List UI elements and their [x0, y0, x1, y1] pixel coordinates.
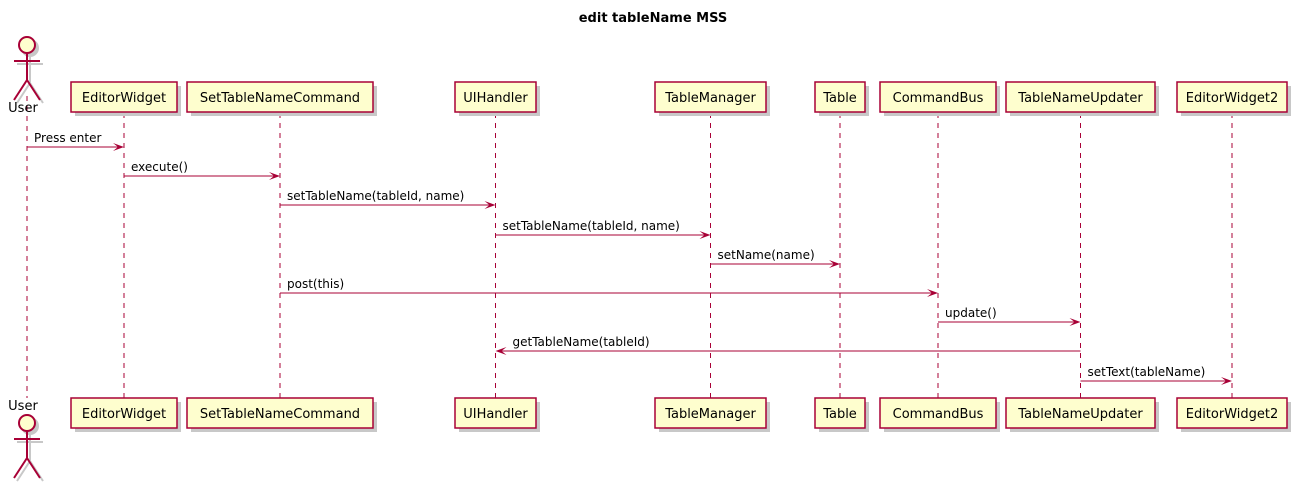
arrowhead [699, 231, 711, 239]
participant-box [454, 397, 537, 429]
participant-label: SetTableNameCommand [200, 91, 360, 106]
participant-box [1176, 397, 1288, 429]
participant-label: TableManager [664, 407, 756, 422]
arrowhead [1069, 318, 1081, 326]
message-5: setName(name) [710, 248, 840, 268]
participant-label: TableNameUpdater [1017, 407, 1143, 422]
participant-uihandler-top: UIHandler [454, 81, 540, 116]
participant-editorwidget2-top: EditorWidget2 [1176, 81, 1291, 116]
participant-box [1005, 397, 1156, 429]
message-label: setName(name) [718, 248, 815, 262]
arrowhead [927, 289, 938, 297]
actor-label: User [8, 399, 38, 414]
participant-label: EditorWidget [82, 91, 166, 106]
message-2: execute() [124, 160, 280, 180]
participant-tablenameupdater-top: TableNameUpdater [1005, 81, 1159, 116]
participant-tablemanager-top: TableManager [654, 81, 770, 116]
participant-box [186, 397, 374, 429]
arrowhead [269, 172, 280, 180]
participant-box [814, 81, 866, 113]
message-label: setTableName(tableId, name) [503, 219, 680, 233]
participant-label: EditorWidget2 [1186, 91, 1279, 106]
participant-box [654, 81, 767, 113]
arrowhead [495, 347, 507, 355]
actor-icon [13, 36, 41, 101]
participant-box [454, 81, 537, 113]
participant-tablenameupdater-bottom: TableNameUpdater [1005, 397, 1159, 432]
participant-box [879, 81, 997, 113]
participant-box [70, 397, 178, 429]
participant-table-top: Table [814, 81, 869, 116]
participant-editorwidget-bottom: EditorWidget [70, 397, 181, 432]
message-label: getTableName(tableId) [513, 335, 650, 349]
participant-commandbus-bottom: CommandBus [879, 397, 1000, 432]
participant-label: SetTableNameCommand [200, 407, 360, 422]
message-label: setTableName(tableId, name) [287, 189, 464, 203]
message-label: update() [945, 306, 997, 320]
actor-user-bottom: User [8, 399, 44, 482]
participant-tablemanager-bottom: TableManager [654, 397, 770, 432]
participant-box [814, 397, 866, 429]
arrowhead [484, 201, 496, 209]
message-3: setTableName(tableId, name) [280, 189, 496, 209]
arrowhead [829, 260, 840, 268]
actor-user-top: User [8, 36, 44, 116]
participant-box [879, 397, 997, 429]
participant-label: UIHandler [463, 91, 528, 106]
message-1: Press enter [27, 131, 124, 151]
message-9: setText(tableName) [1080, 365, 1232, 385]
participant-box [654, 397, 767, 429]
participant-label: UIHandler [463, 407, 528, 422]
actor-icon [13, 414, 41, 479]
participant-box [1176, 81, 1288, 113]
actor-label: User [8, 101, 38, 116]
participant-table-bottom: Table [814, 397, 869, 432]
participant-label: CommandBus [893, 407, 984, 422]
participant-box [1005, 81, 1156, 113]
diagram-title: edit tableName MSS [579, 11, 728, 26]
message-label: execute() [131, 160, 188, 174]
participant-editorwidget2-bottom: EditorWidget2 [1176, 397, 1291, 432]
participant-box [70, 81, 178, 113]
participant-uihandler-bottom: UIHandler [454, 397, 540, 432]
participant-label: EditorWidget [82, 407, 166, 422]
participant-label: Table [822, 407, 857, 422]
participant-label: Table [822, 91, 857, 106]
message-label: post(this) [287, 277, 344, 291]
message-4: setTableName(tableId, name) [495, 219, 711, 239]
participant-label: EditorWidget2 [1186, 407, 1279, 422]
participant-label: CommandBus [893, 91, 984, 106]
messages: Press enter execute() setTableName(tableId… [27, 131, 1232, 385]
participant-settablenamecommand-top: SetTableNameCommand [186, 81, 377, 116]
participant-label: TableNameUpdater [1017, 91, 1143, 106]
message-label: setText(tableName) [1088, 365, 1206, 379]
participant-label: TableManager [664, 91, 756, 106]
participant-settablenamecommand-bottom: SetTableNameCommand [186, 397, 377, 432]
lifelines [26, 96, 1233, 398]
arrowhead [1221, 377, 1232, 385]
participant-commandbus-top: CommandBus [879, 81, 1000, 116]
message-8: getTableName(tableId) [495, 335, 1081, 355]
message-7: update() [938, 306, 1081, 326]
participant-editorwidget-top: EditorWidget [70, 81, 181, 116]
participant-box [186, 81, 374, 113]
message-6: post(this) [280, 277, 938, 297]
participant-heads: EditorWidgetEditorWidgetSetTableNameComm… [8, 36, 1291, 482]
arrowhead [113, 143, 124, 151]
message-label: Press enter [34, 131, 101, 145]
